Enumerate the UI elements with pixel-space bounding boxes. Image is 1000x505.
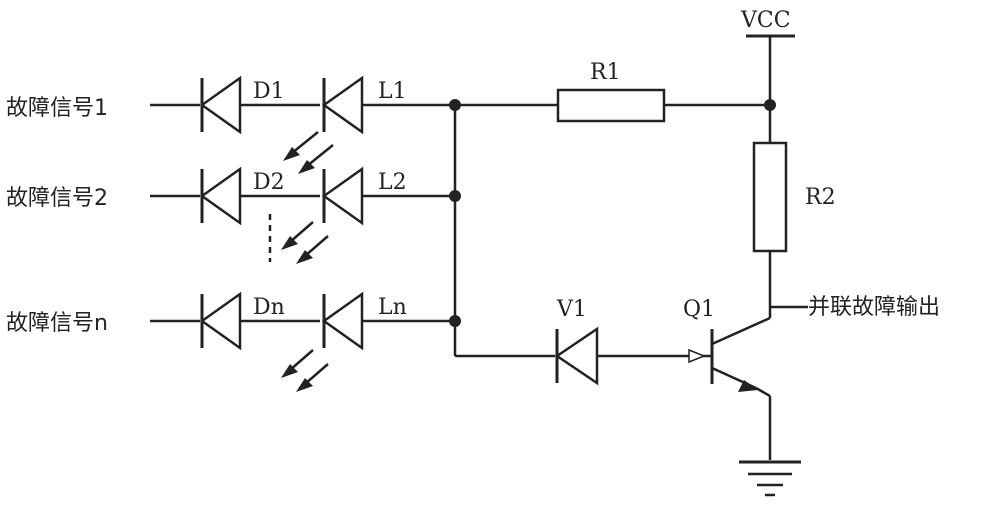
led-l2-symbol <box>324 169 362 223</box>
diode-d1-symbol <box>202 78 240 132</box>
led-l1-label: L1 <box>378 79 407 104</box>
led-ln-label: Ln <box>378 295 407 320</box>
input-label-signal-1: 故障信号1 <box>6 96 108 121</box>
resistor-r1-symbol <box>455 90 770 121</box>
led-ln-emission-arrows-icon <box>281 350 328 392</box>
resistor-r1-label: R1 <box>590 60 621 85</box>
diode-dn-label: Dn <box>253 295 285 320</box>
diode-v1-label: V1 <box>556 297 587 322</box>
resistor-r2-label: R2 <box>805 185 836 210</box>
diode-d2-label: D2 <box>253 170 285 195</box>
diode-d2-symbol <box>202 169 240 223</box>
led-l1-symbol <box>324 78 362 132</box>
output-label: 并联故障输出 <box>808 295 940 320</box>
transistor-q1-symbol <box>689 307 770 460</box>
led-ln-symbol <box>324 294 362 348</box>
common-bus-wire <box>455 105 555 356</box>
vcc-label: VCC <box>740 8 791 33</box>
transistor-q1-label: Q1 <box>683 297 715 322</box>
led-l1-emission-arrows-icon <box>283 132 333 174</box>
input-label-signal-2: 故障信号2 <box>6 186 108 211</box>
resistor-r2-symbol <box>754 143 786 307</box>
ground-icon <box>739 462 801 495</box>
led-l2-emission-arrows-icon <box>281 222 328 264</box>
led-l2-label: L2 <box>378 170 407 195</box>
diode-d1-label: D1 <box>253 79 285 104</box>
input-label-signal-n: 故障信号n <box>6 311 108 336</box>
diode-dn-symbol <box>202 294 240 348</box>
vcc-supply-symbol <box>746 36 795 143</box>
